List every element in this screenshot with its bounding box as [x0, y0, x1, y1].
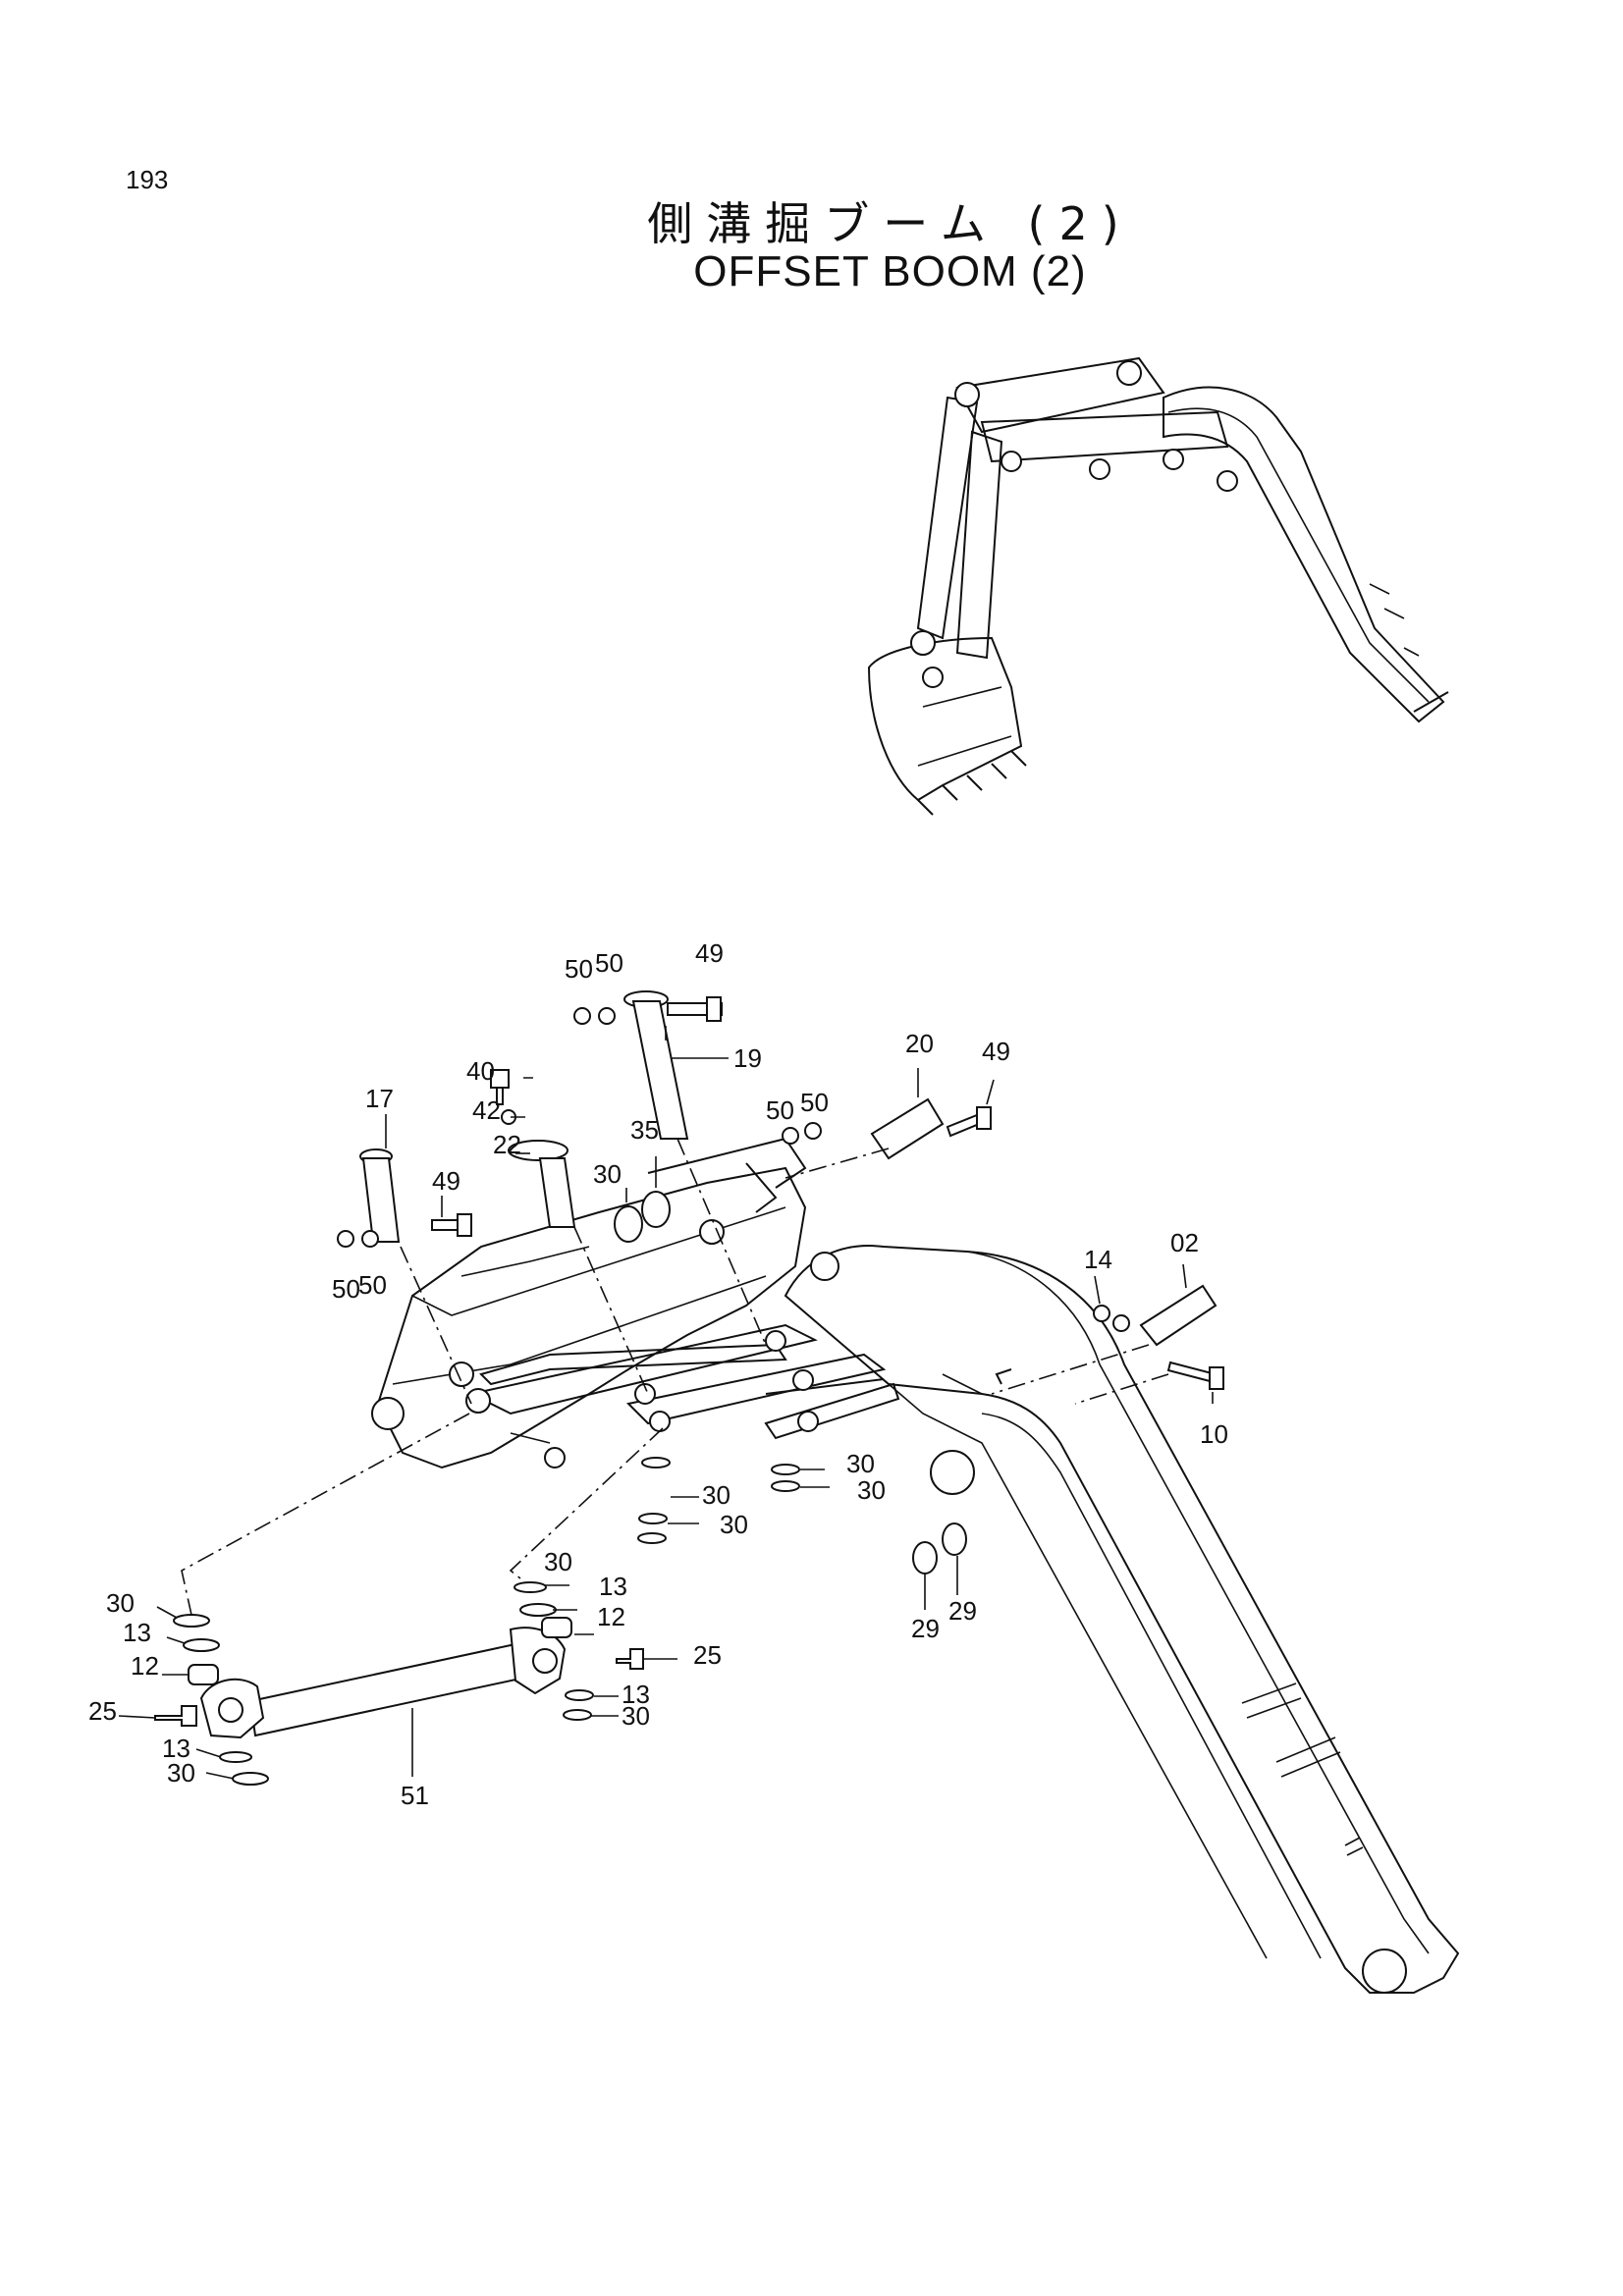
callout-label: 13	[622, 1680, 650, 1709]
main-exploded-view	[118, 990, 1460, 1994]
callout-label: 30	[622, 1701, 650, 1731]
callout-label: 13	[123, 1618, 151, 1647]
callout-label: 50	[766, 1095, 794, 1125]
callout-labels: 50 50 49 19 40 42 22 20 49 30 35 50 50 1…	[88, 938, 1228, 1810]
callout-label: 50	[332, 1274, 360, 1304]
callout-label: 02	[1170, 1228, 1199, 1257]
callout-label: 42	[472, 1095, 501, 1125]
callout-label: 20	[905, 1029, 934, 1058]
callout-label: 40	[466, 1056, 495, 1086]
callout-label: 29	[911, 1614, 940, 1643]
callout-label: 25	[88, 1696, 117, 1726]
callout-label: 14	[1084, 1245, 1112, 1274]
callout-label: 50	[800, 1088, 829, 1117]
page-number: 193	[126, 165, 169, 194]
callout-label: 30	[106, 1588, 135, 1618]
title-japanese: 側溝掘ブーム (2)	[647, 197, 1133, 250]
overview-excavator-illustration	[867, 356, 1449, 816]
callout-label: 30	[846, 1449, 875, 1478]
callout-label: 13	[162, 1734, 190, 1763]
callout-label: 30	[857, 1475, 886, 1505]
callout-label: 49	[695, 938, 724, 968]
callout-label: 30	[167, 1758, 195, 1788]
callout-label: 49	[432, 1166, 460, 1196]
callout-label: 22	[493, 1130, 521, 1159]
callout-label: 30	[544, 1547, 572, 1576]
callout-label: 29	[948, 1596, 977, 1626]
callout-label: 30	[720, 1510, 748, 1539]
callout-label: 30	[593, 1159, 622, 1189]
callout-label: 19	[733, 1043, 762, 1073]
callout-label: 30	[702, 1480, 730, 1510]
callout-label: 17	[365, 1084, 394, 1113]
callout-label: 50	[358, 1270, 387, 1300]
callout-label: 12	[131, 1651, 159, 1681]
callout-label: 13	[599, 1572, 627, 1601]
callout-label: 10	[1200, 1419, 1228, 1449]
callout-label: 50	[565, 954, 593, 984]
callout-label: 25	[693, 1640, 722, 1670]
callout-label: 50	[595, 948, 623, 978]
callout-label: 51	[401, 1781, 429, 1810]
callout-label: 49	[982, 1037, 1010, 1066]
callout-label: 35	[630, 1115, 659, 1145]
callout-label: 12	[597, 1602, 625, 1631]
title-english: OFFSET BOOM (2)	[693, 247, 1087, 295]
